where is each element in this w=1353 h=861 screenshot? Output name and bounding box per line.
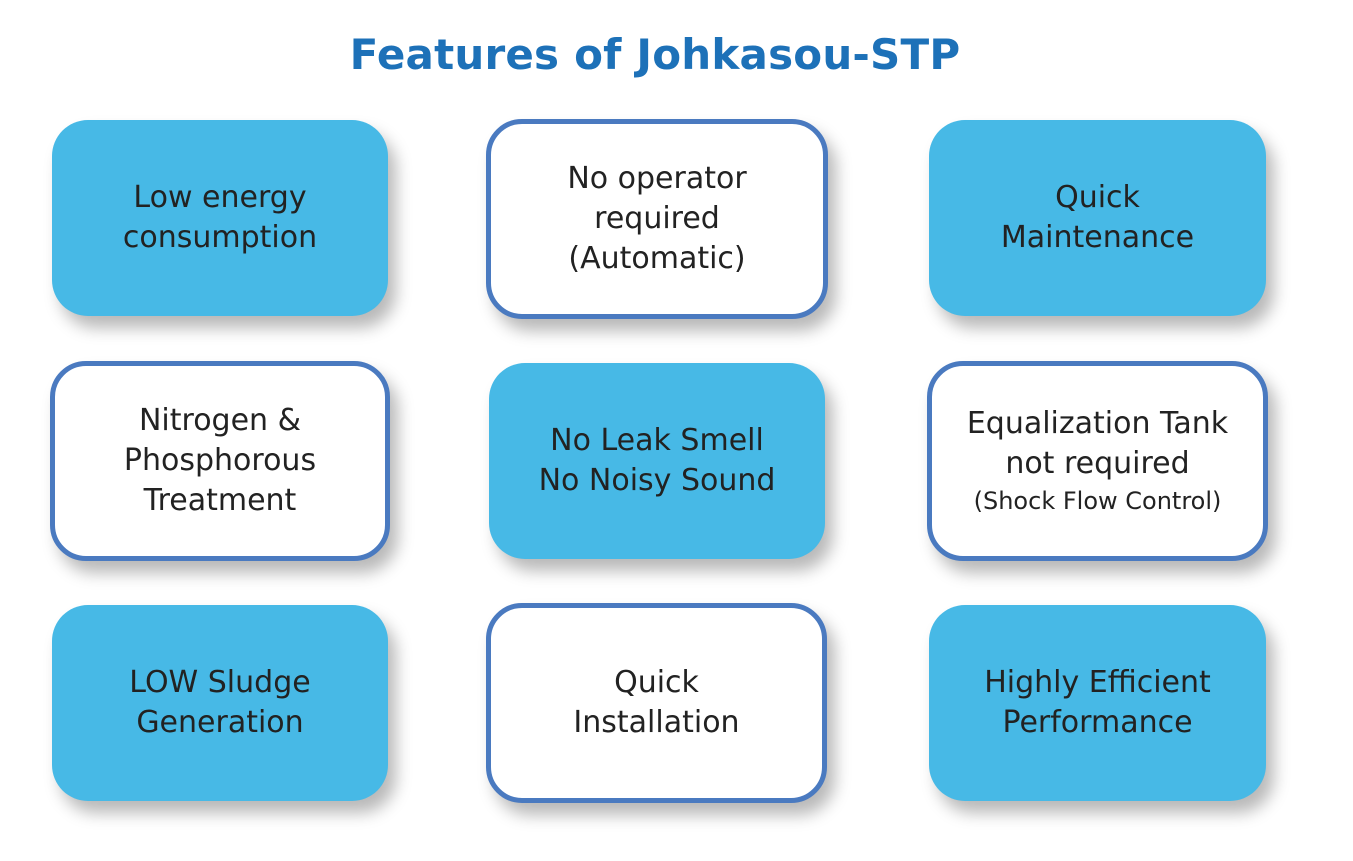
feature-line: not required	[1005, 446, 1190, 481]
feature-line: Generation	[136, 705, 304, 740]
feature-card-quick-maintenance: Quick Maintenance	[929, 120, 1266, 316]
feature-line: Phosphorous	[123, 443, 317, 478]
feature-line: consumption	[122, 220, 318, 255]
feature-line: LOW Sludge	[129, 665, 311, 700]
feature-card-no-smell-noise: No Leak Smell No Noisy Sound	[489, 363, 825, 559]
feature-line: No operator	[567, 161, 747, 196]
feature-card-low-energy: Low energy consumption	[52, 120, 388, 316]
feature-line: Installation	[573, 705, 740, 740]
feature-line: required	[594, 201, 720, 236]
feature-line: No Noisy Sound	[538, 463, 776, 498]
feature-line: Quick	[1055, 180, 1140, 215]
feature-line: No Leak Smell	[550, 423, 764, 458]
feature-card-quick-installation: Quick Installation	[486, 603, 827, 803]
feature-line: Nitrogen &	[138, 403, 301, 438]
page-title: Features of Johkasou-STP	[349, 30, 961, 79]
feature-card-nitrogen-phosphorous: Nitrogen & Phosphorous Treatment	[50, 361, 390, 561]
feature-card-no-operator: No operator required (Automatic)	[486, 119, 828, 319]
feature-line: Highly Efficient	[984, 665, 1211, 700]
feature-card-low-sludge: LOW Sludge Generation	[52, 605, 388, 801]
feature-card-equalization-tank: Equalization Tank not required (Shock Fl…	[927, 361, 1268, 561]
feature-line: Quick	[614, 665, 699, 700]
feature-line: Treatment	[143, 483, 297, 518]
feature-line: (Automatic)	[568, 241, 746, 276]
feature-line: Maintenance	[1000, 220, 1195, 255]
feature-line: Performance	[1002, 705, 1193, 740]
feature-line: (Shock Flow Control)	[973, 487, 1222, 515]
feature-line: Low energy	[133, 180, 307, 215]
feature-card-high-efficiency: Highly Efficient Performance	[929, 605, 1266, 801]
feature-line: Equalization Tank	[966, 406, 1229, 441]
